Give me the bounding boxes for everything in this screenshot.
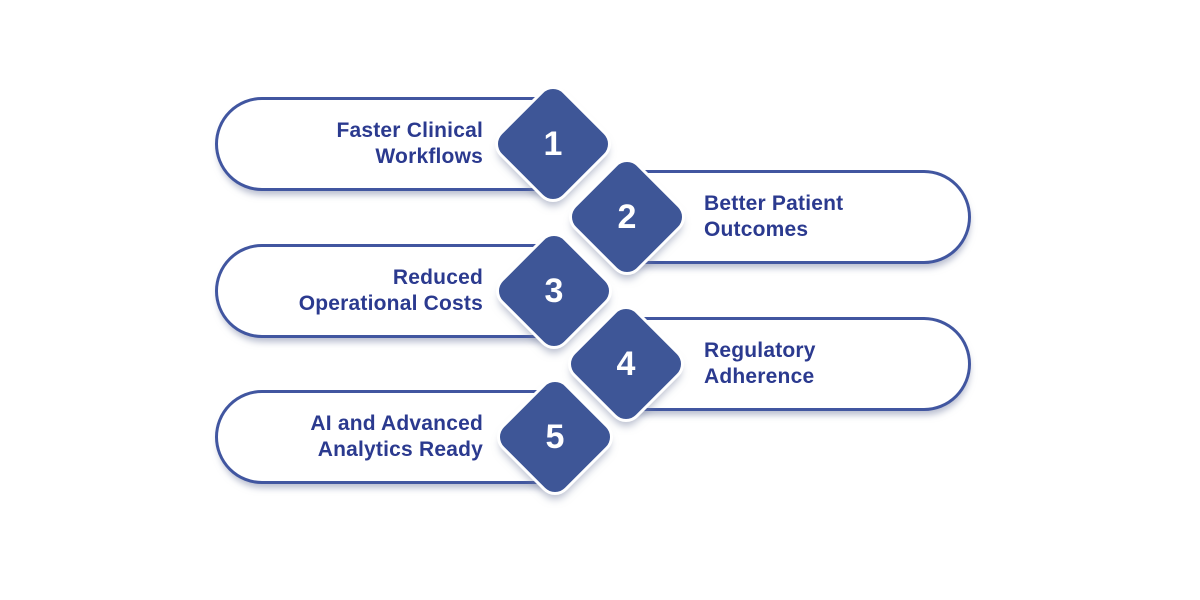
step-number-3: 3 [544, 271, 564, 310]
step-label-2-line-2: Outcomes [704, 218, 809, 241]
step-pill-2: Better Patient Outcomes [596, 170, 971, 264]
step-number-2: 2 [617, 197, 637, 236]
step-number-1: 1 [543, 124, 563, 163]
step-label-2: Better Patient Outcomes [704, 191, 843, 243]
step-number-4: 4 [616, 344, 636, 383]
step-label-5-line-1: AI and Advanced [310, 412, 483, 435]
step-label-1: Faster Clinical Workflows [336, 118, 483, 170]
step-label-4-line-2: Adherence [704, 365, 815, 388]
step-label-5: AI and Advanced Analytics Ready [310, 411, 483, 463]
step-number-5: 5 [545, 417, 565, 456]
step-label-3-line-2: Operational Costs [298, 292, 483, 315]
step-label-4: Regulatory Adherence [704, 338, 816, 390]
step-label-1-line-2: Workflows [375, 145, 483, 168]
step-label-1-line-1: Faster Clinical [336, 119, 483, 142]
step-pill-4: Regulatory Adherence [596, 317, 971, 411]
step-label-3: Reduced Operational Costs [299, 265, 483, 317]
step-label-3-line-1: Reduced [392, 266, 483, 289]
step-label-4-line-1: Regulatory [704, 339, 816, 362]
step-label-2-line-1: Better Patient [704, 192, 844, 215]
step-label-5-line-2: Analytics Ready [317, 438, 483, 461]
